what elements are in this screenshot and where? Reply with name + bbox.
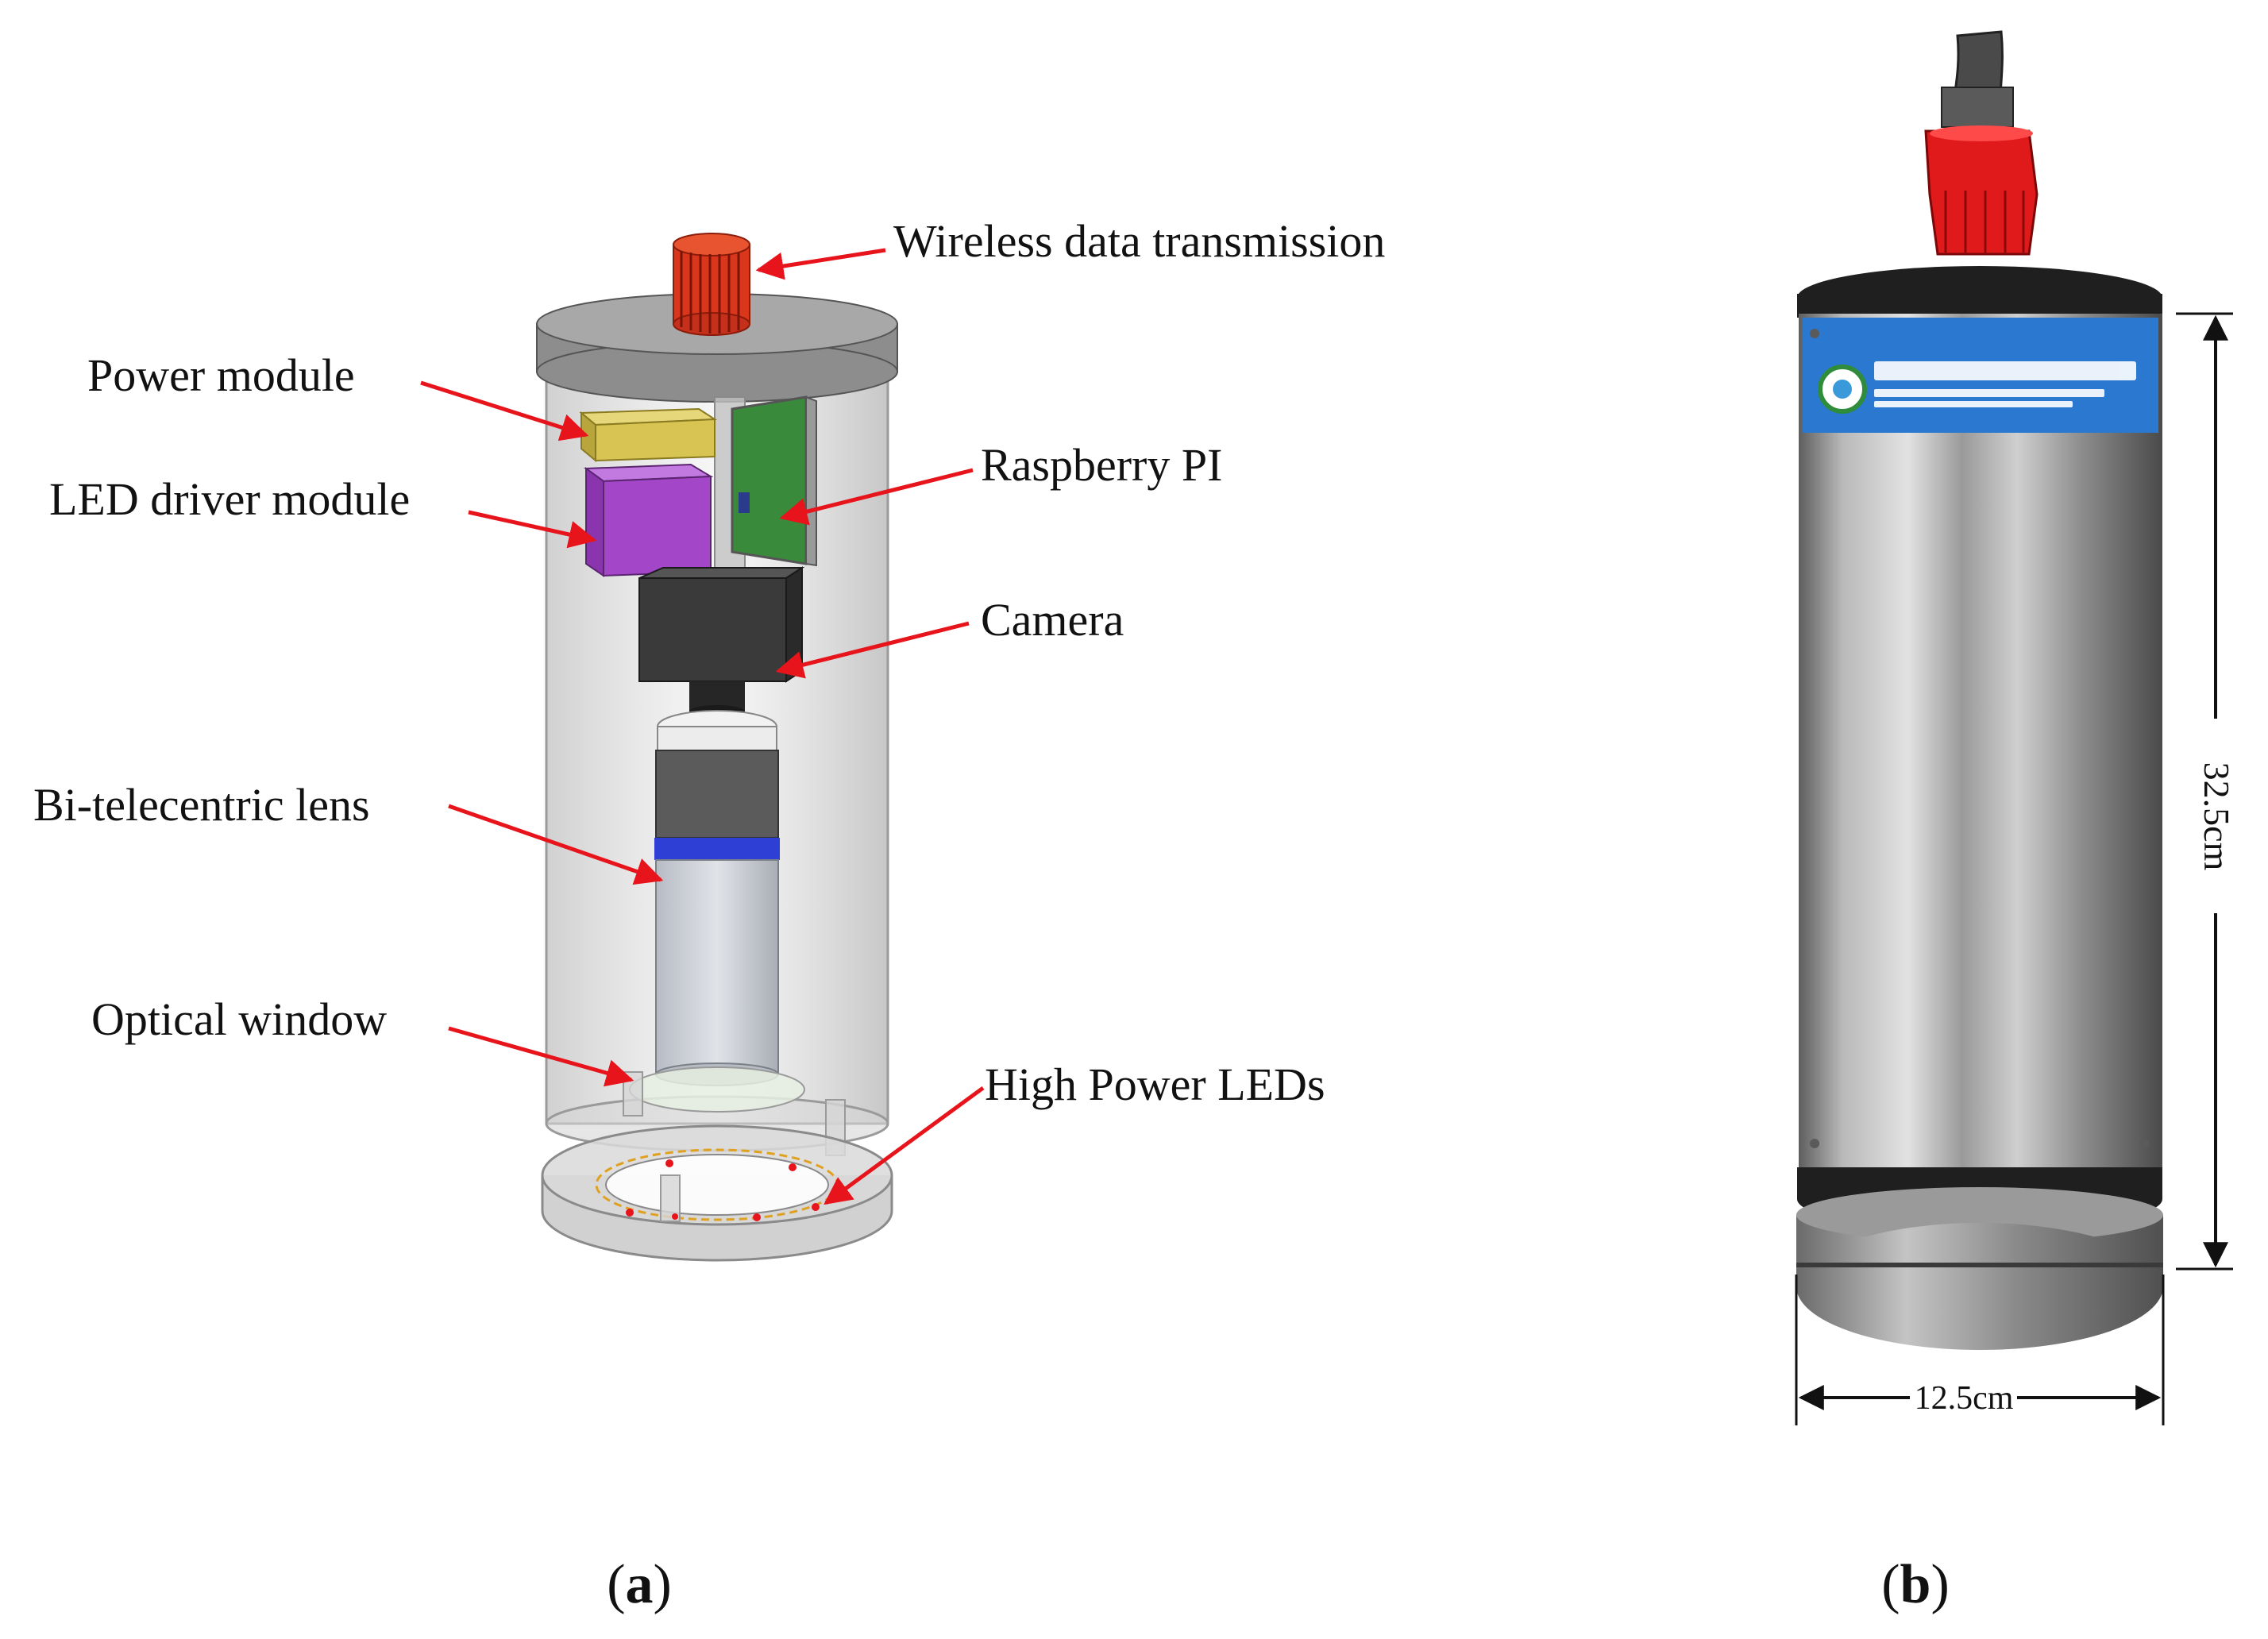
component-labels: Wireless data transmission Power module … bbox=[33, 215, 1385, 1110]
led-driver-block bbox=[584, 463, 714, 577]
label-window: Optical window bbox=[91, 993, 387, 1045]
arrow-window bbox=[448, 1026, 634, 1087]
arrow-led-driver bbox=[468, 510, 597, 549]
height-dimension: 32.5cm bbox=[2176, 312, 2237, 1271]
device-photo: 32.5cm 12.5cm (b) bbox=[1795, 30, 2237, 1615]
base-flange bbox=[1796, 1187, 2163, 1350]
caption-a: (a) bbox=[607, 1554, 672, 1615]
arrow-wireless bbox=[755, 248, 886, 280]
label-wireless: Wireless data transmission bbox=[893, 215, 1385, 267]
steel-housing bbox=[1799, 314, 2162, 1171]
label-camera: Camera bbox=[981, 594, 1124, 646]
raspberry-pi-board bbox=[731, 395, 817, 567]
label-raspberry: Raspberry PI bbox=[981, 439, 1222, 491]
arrow-camera bbox=[775, 621, 970, 679]
arrow-power bbox=[420, 380, 589, 442]
telecentric-lens bbox=[654, 710, 780, 1086]
red-connector bbox=[1924, 125, 2038, 256]
arrow-raspberry bbox=[779, 468, 974, 526]
label-leds: High Power LEDs bbox=[985, 1059, 1325, 1110]
camera-block bbox=[638, 566, 805, 718]
led-ring-base bbox=[541, 1124, 893, 1262]
caption-b: (b) bbox=[1881, 1554, 1950, 1615]
arrow-lens bbox=[448, 804, 664, 885]
label-led-driver: LED driver module bbox=[49, 473, 410, 525]
antenna bbox=[673, 233, 750, 336]
label-lens: Bi-telecentric lens bbox=[33, 779, 370, 831]
width-dimension-label: 12.5cm bbox=[1915, 1380, 2014, 1417]
label-power: Power module bbox=[87, 349, 355, 401]
power-module-block bbox=[579, 407, 718, 463]
width-dimension: 12.5cm bbox=[1795, 1275, 2165, 1425]
schematic-diagram: Wireless data transmission Power module … bbox=[33, 215, 1385, 1615]
callout-arrows bbox=[420, 248, 985, 1205]
arrow-leds bbox=[824, 1086, 985, 1205]
height-dimension-label: 32.5cm bbox=[2197, 762, 2237, 871]
